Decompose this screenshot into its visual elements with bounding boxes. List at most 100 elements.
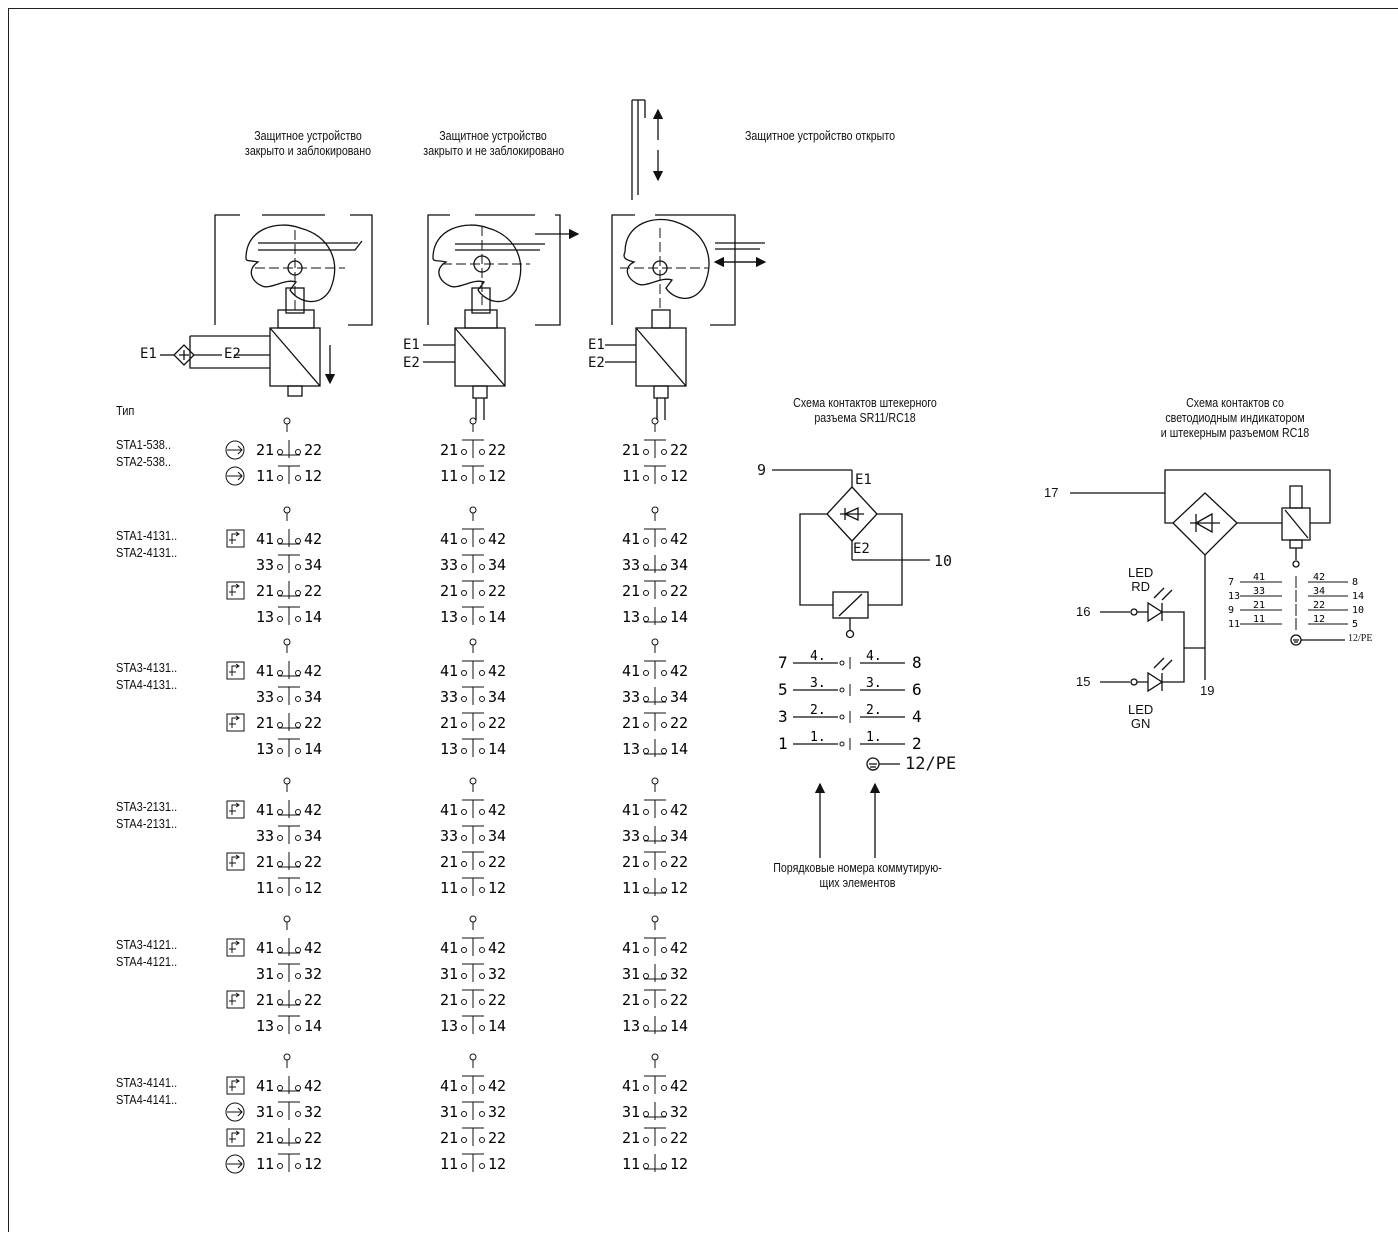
actuator-box-icon <box>226 990 245 1009</box>
model-name: STA1-538.. <box>116 437 172 452</box>
led-contact-number: 21 <box>1253 600 1265 611</box>
plug-element-number: 4. <box>866 649 882 664</box>
actuator-symbol <box>283 777 291 785</box>
contact-number: 33 <box>256 688 274 706</box>
actuator-box-icon <box>226 938 245 957</box>
actuator-box-icon <box>226 1128 245 1147</box>
contact-number: 33 <box>440 556 458 574</box>
type-label: Тип <box>116 403 135 418</box>
contact-number: 12 <box>670 1155 688 1173</box>
contact-number: 21 <box>256 441 274 459</box>
led-terminal-17: 17 <box>1044 485 1059 500</box>
actuator-symbol <box>469 506 477 514</box>
contact-pair: 41 42 <box>622 660 688 680</box>
e1-label-col2: E1 <box>403 337 420 353</box>
contact-number: 22 <box>488 1129 506 1147</box>
contact-number: 21 <box>622 714 640 732</box>
contact-number: 41 <box>622 530 640 548</box>
contact-number: 13 <box>440 608 458 626</box>
plug-terminal-right: 8 <box>912 653 922 672</box>
plug-terminal-left: 3 <box>778 707 788 726</box>
actuator-symbol <box>469 915 477 923</box>
led-terminal: 8 <box>1352 577 1358 588</box>
contact-number: 21 <box>440 853 458 871</box>
contact-number: 42 <box>488 939 506 957</box>
e1-label-col3: E1 <box>588 337 605 353</box>
contact-number: 41 <box>622 1077 640 1095</box>
contact-number: 11 <box>440 879 458 897</box>
contact-number: 31 <box>622 965 640 983</box>
contact-number: 42 <box>670 662 688 680</box>
mechanism-open <box>605 99 767 420</box>
actuator-symbol <box>469 777 477 785</box>
contact-number: 12 <box>488 467 506 485</box>
arrow-circle-icon <box>225 1154 245 1174</box>
contact-number: 41 <box>622 662 640 680</box>
led-terminal-19: 19 <box>1200 683 1215 698</box>
contact-number: 42 <box>670 939 688 957</box>
contact-number: 14 <box>488 608 506 626</box>
actuator-symbol <box>283 915 291 923</box>
contact-number: 41 <box>256 662 274 680</box>
led-contact-number: 41 <box>1253 572 1265 583</box>
model-name: STA2-4131.. <box>116 545 178 560</box>
contact-number: 21 <box>256 714 274 732</box>
contact-number: 21 <box>622 582 640 600</box>
contact-number: 22 <box>304 1129 322 1147</box>
contact-number: 31 <box>256 1103 274 1121</box>
contact-number: 34 <box>488 556 506 574</box>
contact-number: 11 <box>622 879 640 897</box>
contact-number: 13 <box>256 608 274 626</box>
led-terminal-16: 16 <box>1076 604 1091 619</box>
contact-number: 22 <box>670 991 688 1009</box>
plug-terminal-left: 5 <box>778 680 788 699</box>
arrow-circle-icon <box>225 440 245 460</box>
plug-terminal-right: 4 <box>912 707 922 726</box>
e1-label-col1: E1 <box>140 346 157 362</box>
contact-number: 34 <box>488 827 506 845</box>
contact-number: 31 <box>256 965 274 983</box>
contact-number: 22 <box>304 853 322 871</box>
contact-number: 22 <box>670 582 688 600</box>
contact-number: 13 <box>440 1017 458 1035</box>
contact-number: 22 <box>304 441 322 459</box>
plug-bridge-e1: E1 <box>855 472 872 488</box>
actuator-box-icon <box>226 852 245 871</box>
contact-number: 13 <box>256 740 274 758</box>
plug-bridge-e2: E2 <box>853 541 870 557</box>
model-name: STA4-4141.. <box>116 1092 178 1107</box>
led-contact-number: 34 <box>1313 586 1325 597</box>
contact-number: 33 <box>622 688 640 706</box>
contact-number: 42 <box>670 1077 688 1095</box>
contact-number: 32 <box>488 1103 506 1121</box>
contact-pair: 13 14 <box>256 738 322 758</box>
led-terminal: 14 <box>1352 591 1364 602</box>
contact-number: 14 <box>304 740 322 758</box>
